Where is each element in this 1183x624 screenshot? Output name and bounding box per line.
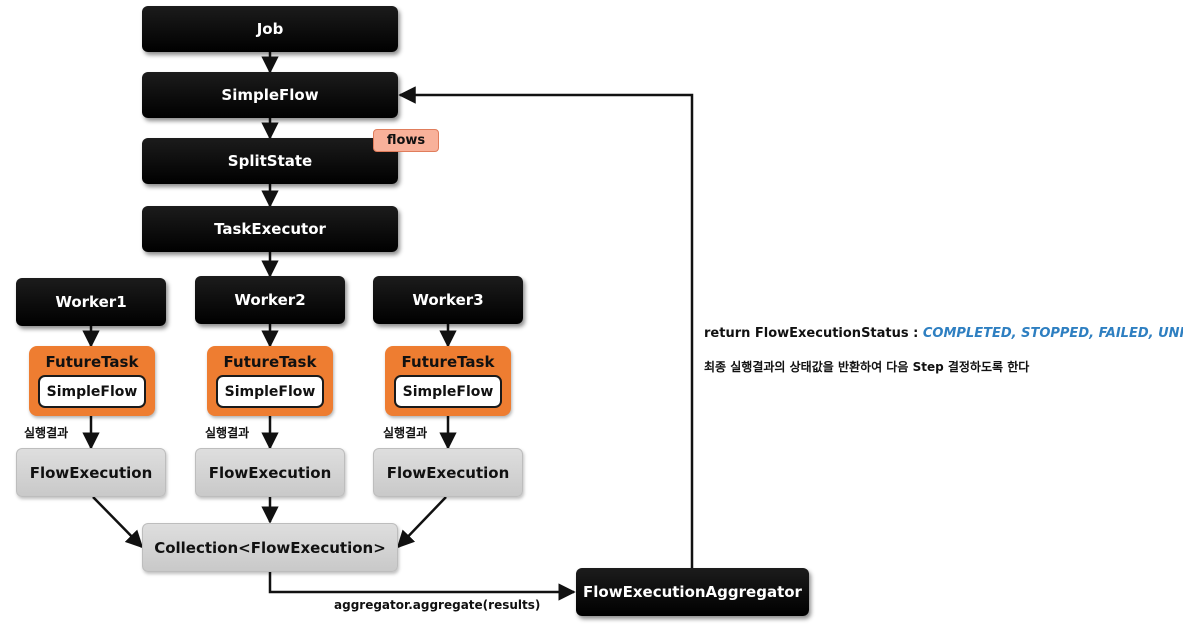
splitstate-node: SplitState: [142, 138, 398, 184]
futuretask2-box: FutureTask SimpleFlow: [207, 346, 333, 416]
flows-tag: flows: [373, 129, 439, 152]
arrow-aggregator-to-simpleflow: [398, 86, 694, 568]
result-label-2: 실행결과: [205, 426, 250, 440]
futuretask2-title: FutureTask: [223, 353, 317, 371]
arrow-collection-to-aggregator: [268, 572, 576, 601]
futuretask1-box: FutureTask SimpleFlow: [29, 346, 155, 416]
return-status-values: COMPLETED, STOPPED, FAILED, UNKNOWN: [922, 326, 1183, 341]
job-node: Job: [142, 6, 398, 52]
futuretask3-title: FutureTask: [401, 353, 495, 371]
futuretask3-box: FutureTask SimpleFlow: [385, 346, 511, 416]
futuretask1-title: FutureTask: [45, 353, 139, 371]
arrow-execution1-to-collection: [92, 496, 144, 549]
return-status-note: return FlowExecutionStatus : COMPLETED, …: [704, 326, 1183, 341]
result-label-3: 실행결과: [383, 426, 428, 440]
flowexecution2-node: FlowExecution: [195, 448, 345, 497]
worker2-node: Worker2: [195, 276, 345, 324]
result-label-1: 실행결과: [24, 426, 69, 440]
taskexecutor-node: TaskExecutor: [142, 206, 398, 252]
aggregate-call-label: aggregator.aggregate(results): [334, 598, 541, 612]
collection-node: Collection<FlowExecution>: [142, 523, 398, 572]
worker3-node: Worker3: [373, 276, 523, 324]
worker1-node: Worker1: [16, 278, 166, 326]
simpleflow-node: SimpleFlow: [142, 72, 398, 118]
flowexecution1-node: FlowExecution: [16, 448, 166, 497]
futuretask2-simpleflow: SimpleFlow: [216, 375, 324, 408]
futuretask1-simpleflow: SimpleFlow: [38, 375, 146, 408]
description-note: 최종 실행결과의 상태값을 반환하여 다음 Step 결정하도록 한다: [704, 360, 1030, 374]
return-status-prefix: return FlowExecutionStatus :: [704, 326, 923, 341]
arrow-execution3-to-collection: [396, 496, 447, 549]
aggregator-node: FlowExecutionAggregator: [576, 568, 809, 616]
futuretask3-simpleflow: SimpleFlow: [394, 375, 502, 408]
flowexecution3-node: FlowExecution: [373, 448, 523, 497]
